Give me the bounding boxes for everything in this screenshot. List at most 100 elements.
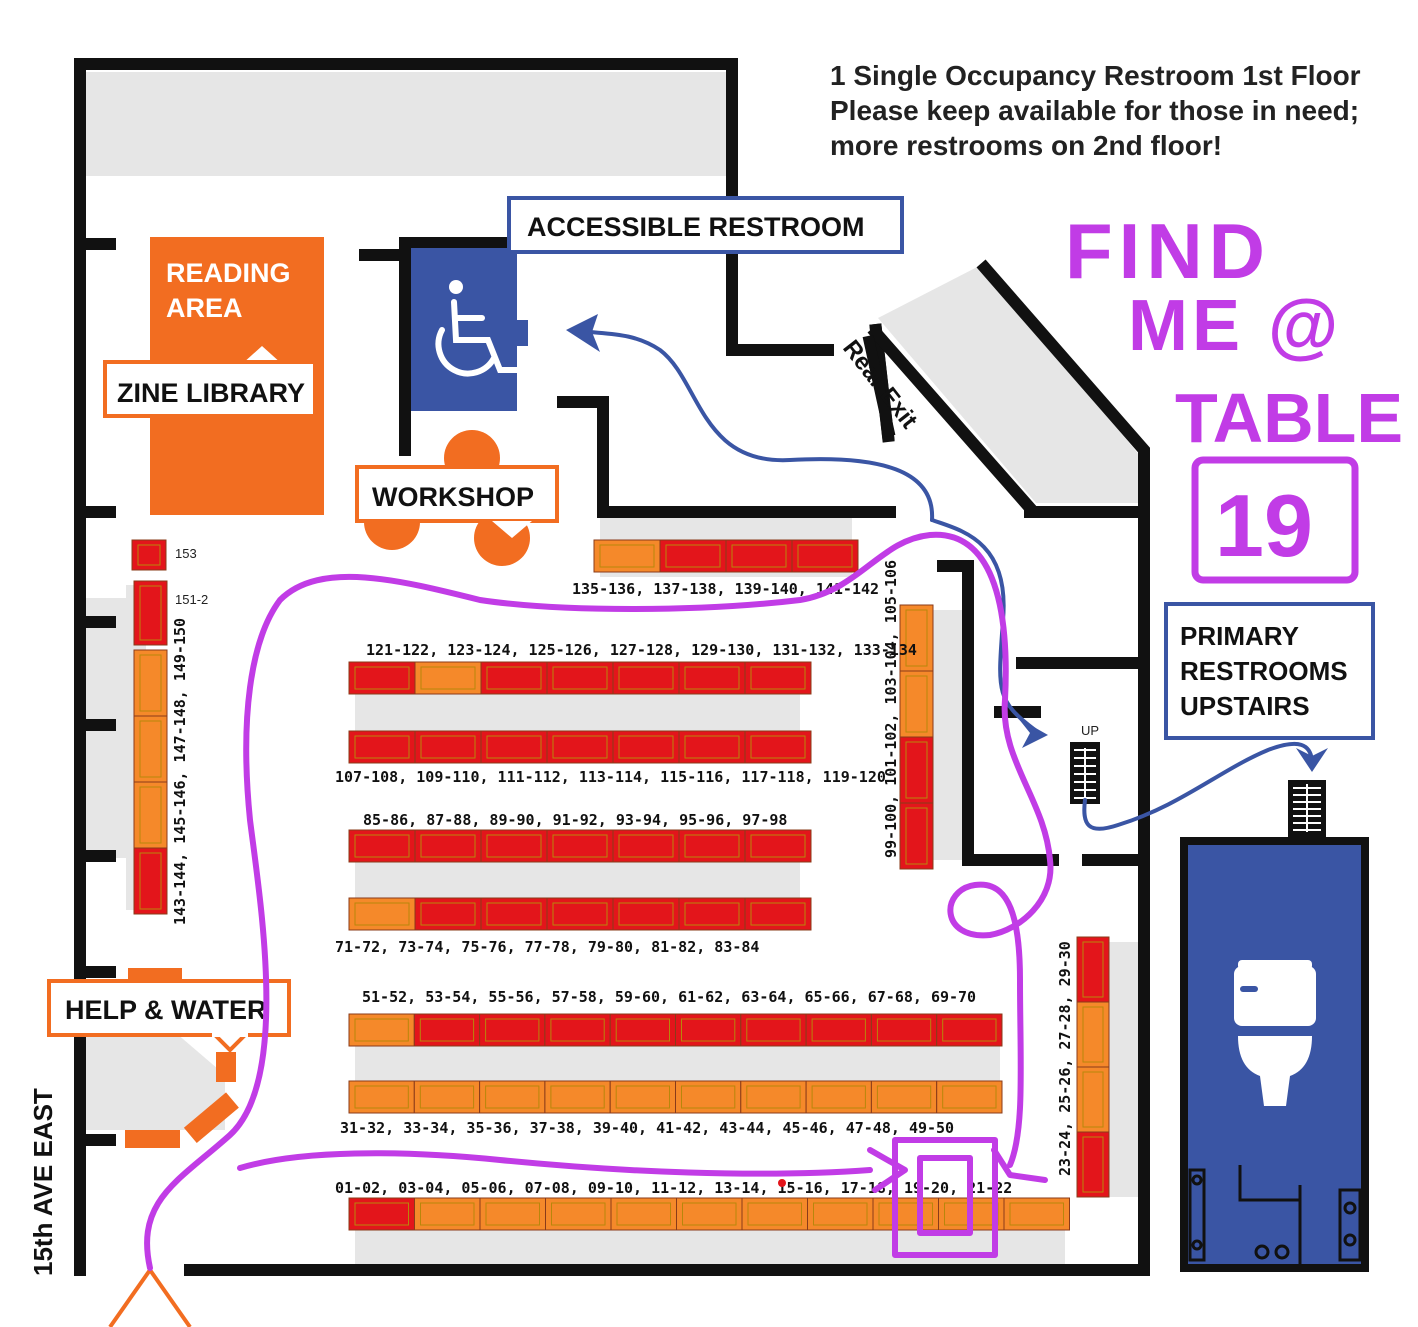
red-marker [778,1179,786,1187]
table [899,670,934,738]
row-51-label: 51-52, 53-54, 55-56, 57-58, 59-60, 61-62… [362,988,976,1006]
table-inner [942,1018,997,1042]
row-121-label: 121-122, 123-124, 125-126, 127-128, 129-… [366,641,917,659]
table-inner [878,1202,933,1226]
table-inner [750,735,806,759]
stairs-upstairs-icon [1288,780,1326,838]
table-inner [354,1085,409,1109]
entrance-marker [108,1266,192,1327]
table-151-label: 151-2 [175,592,208,607]
help-water-area: HELP & WATER [47,968,291,1148]
workshop-area: WORKSHOP [355,430,559,566]
table [133,580,168,646]
table-inner [354,902,410,926]
table-inner [486,666,542,690]
table-inner [486,735,542,759]
table-inner [684,834,740,858]
table-inner [139,720,162,778]
table-inner [876,1018,932,1042]
wheelchair-icon [435,280,521,377]
col-23-label: 23-24, 25-26, 27-28, 29-30 [1056,941,1074,1176]
reading-area-label-2: AREA [166,293,243,323]
table [899,736,934,804]
table-inner [747,1202,802,1226]
table-19-box [1191,456,1359,584]
table [899,802,934,870]
table-inner [552,735,608,759]
me-at-label: ME @ [1128,286,1342,366]
table-inner [1082,1071,1104,1128]
row-85-label: 85-86, 87-88, 89-90, 91-92, 93-94, 95-96… [363,811,787,829]
table [1076,936,1110,1003]
notice-line-1: 1 Single Occupancy Restroom 1st Floor [830,60,1361,91]
reading-area: READING AREA ZINE LIBRARY [103,237,324,515]
table-inner [1009,1202,1064,1226]
table-inner [681,1085,736,1109]
table-inner [419,1085,475,1109]
toilet-icon [1234,960,1316,1106]
up-label: UP [1081,723,1099,738]
table [899,604,934,672]
table-inner [1082,1136,1104,1193]
notice-line-2: Please keep available for those in need; [830,95,1360,126]
table [1076,1001,1110,1068]
table [1076,1131,1110,1198]
table [1076,1066,1110,1133]
table-inner [1082,1006,1104,1063]
table-inner [750,902,806,926]
table-inner [354,1018,409,1042]
primary-label-2: RESTROOMS [1180,656,1348,686]
table-inner [616,1202,671,1226]
table-inner [750,666,806,690]
table [133,649,168,717]
row-31-label: 31-32, 33-34, 35-36, 37-38, 39-40, 41-42… [340,1119,954,1137]
table-inner [746,1085,801,1109]
table-inner [419,1018,475,1042]
table-inner [811,1018,866,1042]
table-inner [811,1085,866,1109]
table-inner [905,741,928,799]
accessible-restroom: ACCESSIBLE RESTROOM [411,196,904,411]
table-inner [746,1018,801,1042]
primary-restrooms: PRIMARY RESTROOMS UPSTAIRS [1164,602,1375,1272]
table-inner [684,902,740,926]
table-inner [550,1018,605,1042]
table-inner [485,1085,540,1109]
table-inner [615,1085,671,1109]
row-107-label: 107-108, 109-110, 111-112, 113-114, 115-… [335,768,886,786]
table-inner [813,1202,868,1226]
table-number-label: 19 [1215,476,1313,575]
notice-line-3: more restrooms on 2nd floor! [830,130,1223,161]
table [133,781,168,849]
table-inner [618,834,674,858]
table-inner [354,1202,409,1226]
col-99-label: 99-100, 101-102, 103-104, 105-106 [882,560,900,858]
table-inner [552,666,608,690]
table-inner [905,675,928,733]
table-inner [420,735,476,759]
table-inner [486,902,542,926]
table-inner [420,666,476,690]
table-inner [139,585,162,641]
table-inner [354,735,410,759]
table-inner [599,544,655,568]
handwritten-note: FIND ME @ TABLE 19 [1065,207,1403,584]
table-inner [485,1018,540,1042]
table-inner [139,786,162,844]
table [133,847,168,915]
table-153-label: 153 [175,546,197,561]
table-inner [797,544,853,568]
table [133,715,168,783]
reading-area-label-1: READING [166,258,291,288]
table-inner [1082,941,1104,998]
table-inner [354,834,410,858]
table-inner [420,902,476,926]
restroom-notice: 1 Single Occupancy Restroom 1st Floor Pl… [830,58,1400,163]
table-inner [552,834,608,858]
table-inner [550,1085,605,1109]
table-inner [618,735,674,759]
tables [131,539,1110,1231]
primary-label-3: UPSTAIRS [1180,691,1310,721]
table-inner [618,666,674,690]
